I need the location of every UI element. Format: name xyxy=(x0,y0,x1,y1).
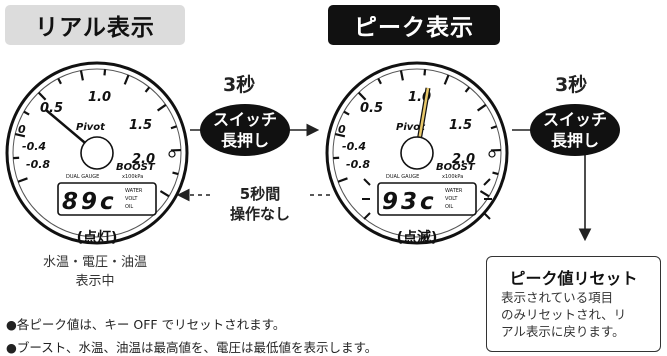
svg-text:0.5: 0.5 xyxy=(360,101,383,116)
svg-text:VOLT: VOLT xyxy=(125,196,138,202)
gauge-tick xyxy=(104,69,105,75)
reset-description: 表示されている項目 のみリセットされ、リ アル表示に戻ります。 xyxy=(501,289,626,340)
gauge-tick xyxy=(424,69,425,75)
brand-logo: Pivot xyxy=(76,122,106,133)
scale-label-10: 1.0 xyxy=(88,90,111,105)
svg-text:OIL: OIL xyxy=(125,204,133,210)
peak-reset-box: ピーク値リセット 表示されている項目 のみリセットされ、リ アル表示に戻ります。 xyxy=(486,256,661,352)
svg-text:VOLT: VOLT xyxy=(445,196,458,202)
reset-title: ピーク値リセット xyxy=(487,265,660,289)
right-long-press-bubble: スイッチ長押し xyxy=(530,104,620,156)
left-state-label: (点灯) xyxy=(77,229,118,246)
svg-text:-0.8: -0.8 xyxy=(346,158,370,171)
note-peak-meaning: ●ブースト、水温、油温は最高値を、電圧は最低値を表示します。 xyxy=(6,337,377,356)
left-long-press-bubble: スイッチ長押し xyxy=(200,104,290,156)
scale-label-zero: 0 xyxy=(18,123,26,136)
svg-text:BOOST: BOOST xyxy=(116,162,156,173)
left-digital-readout: 89c xyxy=(62,189,117,215)
svg-text:1.5: 1.5 xyxy=(449,118,472,133)
display-caption: 水温・電圧・油温 表示中 xyxy=(30,253,160,291)
svg-text:WATER: WATER xyxy=(445,188,463,194)
svg-text:DUAL GAUGE: DUAL GAUGE xyxy=(66,174,99,180)
svg-text:OIL: OIL xyxy=(445,204,453,210)
svg-text:0: 0 xyxy=(338,123,346,136)
right-seconds-label: 3秒 xyxy=(555,70,587,97)
svg-text:x100kPa: x100kPa xyxy=(442,174,463,180)
svg-text:WATER: WATER xyxy=(125,188,143,194)
gauge-tick xyxy=(173,173,179,175)
svg-text:BOOST: BOOST xyxy=(436,162,476,173)
scale-label-15: 1.5 xyxy=(129,118,152,133)
scale-label-neg08: -0.8 xyxy=(26,158,50,171)
note-reset-key-off: ●各ピーク値は、キー OFF でリセットされます。 xyxy=(6,314,285,333)
svg-text:-0.4: -0.4 xyxy=(342,140,366,153)
gauge-tick xyxy=(493,173,499,175)
right-gauge: -0.8 -0.4 0 0.5 1.0 1.5 2.0 Pivot BOOST … xyxy=(324,60,510,246)
right-digital-readout: 93c xyxy=(382,189,437,215)
return-condition-label: 5秒間 操作なし xyxy=(214,184,306,224)
scale-label-neg04: -0.4 xyxy=(22,140,46,153)
svg-text:DUAL GAUGE: DUAL GAUGE xyxy=(386,174,419,180)
svg-text:x100kPa: x100kPa xyxy=(122,174,143,180)
left-seconds-label: 3秒 xyxy=(223,70,255,97)
left-gauge: -0.8 -0.4 0 0.5 1.0 1.5 2.0 Pivot BOOST … xyxy=(4,60,190,246)
right-state-label: (点滅) xyxy=(397,229,438,246)
